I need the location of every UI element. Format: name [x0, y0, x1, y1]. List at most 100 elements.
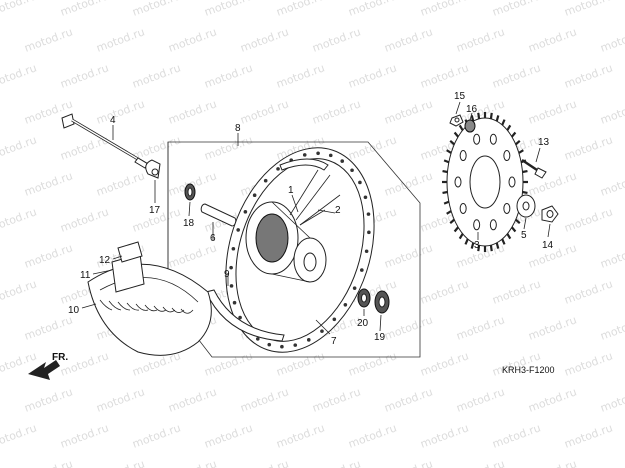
- watermark-text: motod.ru: [527, 97, 579, 126]
- watermark-text: motod.ru: [599, 313, 625, 342]
- watermark-text: motod.ru: [203, 0, 255, 19]
- chain-adjuster: [145, 159, 161, 179]
- diagram-reference-code: KRH3-F1200: [502, 365, 555, 375]
- rim-spoke-hole: [367, 230, 371, 235]
- sprocket-tooth: [506, 233, 512, 240]
- sprocket-tooth: [522, 169, 528, 174]
- collar-5: [516, 194, 536, 218]
- watermark-text: motod.ru: [419, 0, 471, 19]
- rim-spoke-hole: [332, 317, 337, 322]
- watermark-text: motod.ru: [383, 97, 435, 126]
- watermark-text: motod.ru: [563, 205, 615, 234]
- rim-spoke-hole: [328, 153, 333, 158]
- tube-arc: [279, 158, 329, 171]
- guard-rib: [126, 302, 140, 311]
- sprocket-tooth: [522, 190, 528, 195]
- watermark-text: motod.ru: [275, 61, 327, 90]
- sprocket-hole: [473, 219, 481, 231]
- sprocket-tooth: [515, 140, 521, 146]
- watermark-text: motod.ru: [0, 133, 38, 162]
- chain-guard: [87, 263, 212, 356]
- callout-6: 6: [210, 233, 216, 244]
- watermark-text: motod.ru: [527, 385, 579, 414]
- watermark-text: motod.ru: [167, 457, 219, 468]
- sprocket-tooth: [470, 115, 475, 122]
- sprocket-hole: [454, 176, 462, 188]
- sprocket-hole: [473, 133, 481, 145]
- sprocket-hole: [459, 202, 467, 214]
- sprocket-tooth: [518, 149, 524, 154]
- watermark-text: motod.ru: [347, 61, 399, 90]
- watermark-text: motod.ru: [311, 25, 363, 54]
- watermark-text: motod.ru: [0, 205, 38, 234]
- leader-lines: [81, 101, 551, 335]
- watermark-text: motod.ru: [239, 457, 291, 468]
- rim-spoke-hole: [263, 178, 268, 183]
- watermark-text: motod.ru: [311, 457, 363, 468]
- watermark-text: motod.ru: [455, 457, 507, 468]
- rim-spoke-hole: [302, 153, 307, 157]
- distance-collar: [200, 203, 237, 227]
- sprocket-tooth: [449, 140, 455, 146]
- sprocket-tooth: [477, 112, 481, 119]
- guard-rib: [153, 305, 167, 312]
- guard-rib: [99, 299, 113, 311]
- sprocket-bolt: [521, 158, 547, 179]
- watermark-text: motod.ru: [563, 349, 615, 378]
- axle-bolt: [61, 113, 149, 169]
- svg-text:FR.: FR.: [52, 352, 68, 363]
- watermark-text: motod.ru: [0, 0, 38, 19]
- sprocket-tooth: [477, 245, 481, 252]
- chain-slider: [111, 241, 145, 293]
- driven-sprocket: [442, 112, 528, 252]
- callout-18: 18: [183, 218, 195, 229]
- watermark-text: motod.ru: [167, 385, 219, 414]
- callout-11: 11: [80, 270, 91, 281]
- sprocket-tooth: [458, 124, 464, 131]
- rim-spoke-hole: [340, 159, 345, 163]
- watermark-text: motod.ru: [275, 349, 327, 378]
- watermark-text: motod.ru: [95, 385, 147, 414]
- watermark-text: motod.ru: [239, 97, 291, 126]
- watermark-text: motod.ru: [23, 385, 75, 414]
- watermark-text: motod.ru: [491, 421, 543, 450]
- sprocket-tooth: [515, 218, 521, 224]
- watermark-text: motod.ru: [23, 25, 75, 54]
- rim-spoke-hole: [358, 180, 362, 185]
- callout-7: 7: [331, 336, 337, 347]
- sprocket-tooth: [446, 210, 452, 215]
- watermark-text: motod.ru: [23, 457, 75, 468]
- watermark-text: motod.ru: [599, 97, 625, 126]
- watermark-text: motod.ru: [563, 421, 615, 450]
- bearing-19: [374, 290, 390, 314]
- rim-spoke-hole: [366, 212, 371, 216]
- sprocket-tooth: [501, 238, 506, 245]
- watermark-text: motod.ru: [275, 421, 327, 450]
- sprocket-tooth: [458, 233, 464, 240]
- watermark-text: motod.ru: [59, 205, 111, 234]
- watermark-text: motod.ru: [59, 421, 111, 450]
- watermark-text: motod.ru: [239, 25, 291, 54]
- watermark-text: motod.ru: [419, 277, 471, 306]
- sprocket-tooth: [453, 226, 459, 233]
- watermark-text: motod.ru: [491, 61, 543, 90]
- sprocket-tooth: [442, 190, 448, 195]
- watermark-text: motod.ru: [383, 169, 435, 198]
- sprocket-hole: [503, 202, 511, 214]
- nut-15: [449, 114, 464, 127]
- watermark-text: motod.ru: [599, 169, 625, 198]
- watermark-text: motod.ru: [383, 385, 435, 414]
- watermark-text: motod.ru: [95, 169, 147, 198]
- watermark-text: motod.ru: [419, 349, 471, 378]
- watermark-text: motod.ru: [491, 277, 543, 306]
- watermark-text: motod.ru: [419, 421, 471, 450]
- rim-spoke-hole: [343, 302, 348, 307]
- watermark-text: motod.ru: [311, 385, 363, 414]
- guard-rib: [117, 301, 131, 311]
- watermark-text: motod.ru: [23, 241, 75, 270]
- rim-spoke-hole: [350, 168, 354, 173]
- sprocket-tooth: [511, 131, 517, 138]
- rim-spoke-hole: [231, 246, 236, 251]
- callout-13: 13: [538, 137, 550, 148]
